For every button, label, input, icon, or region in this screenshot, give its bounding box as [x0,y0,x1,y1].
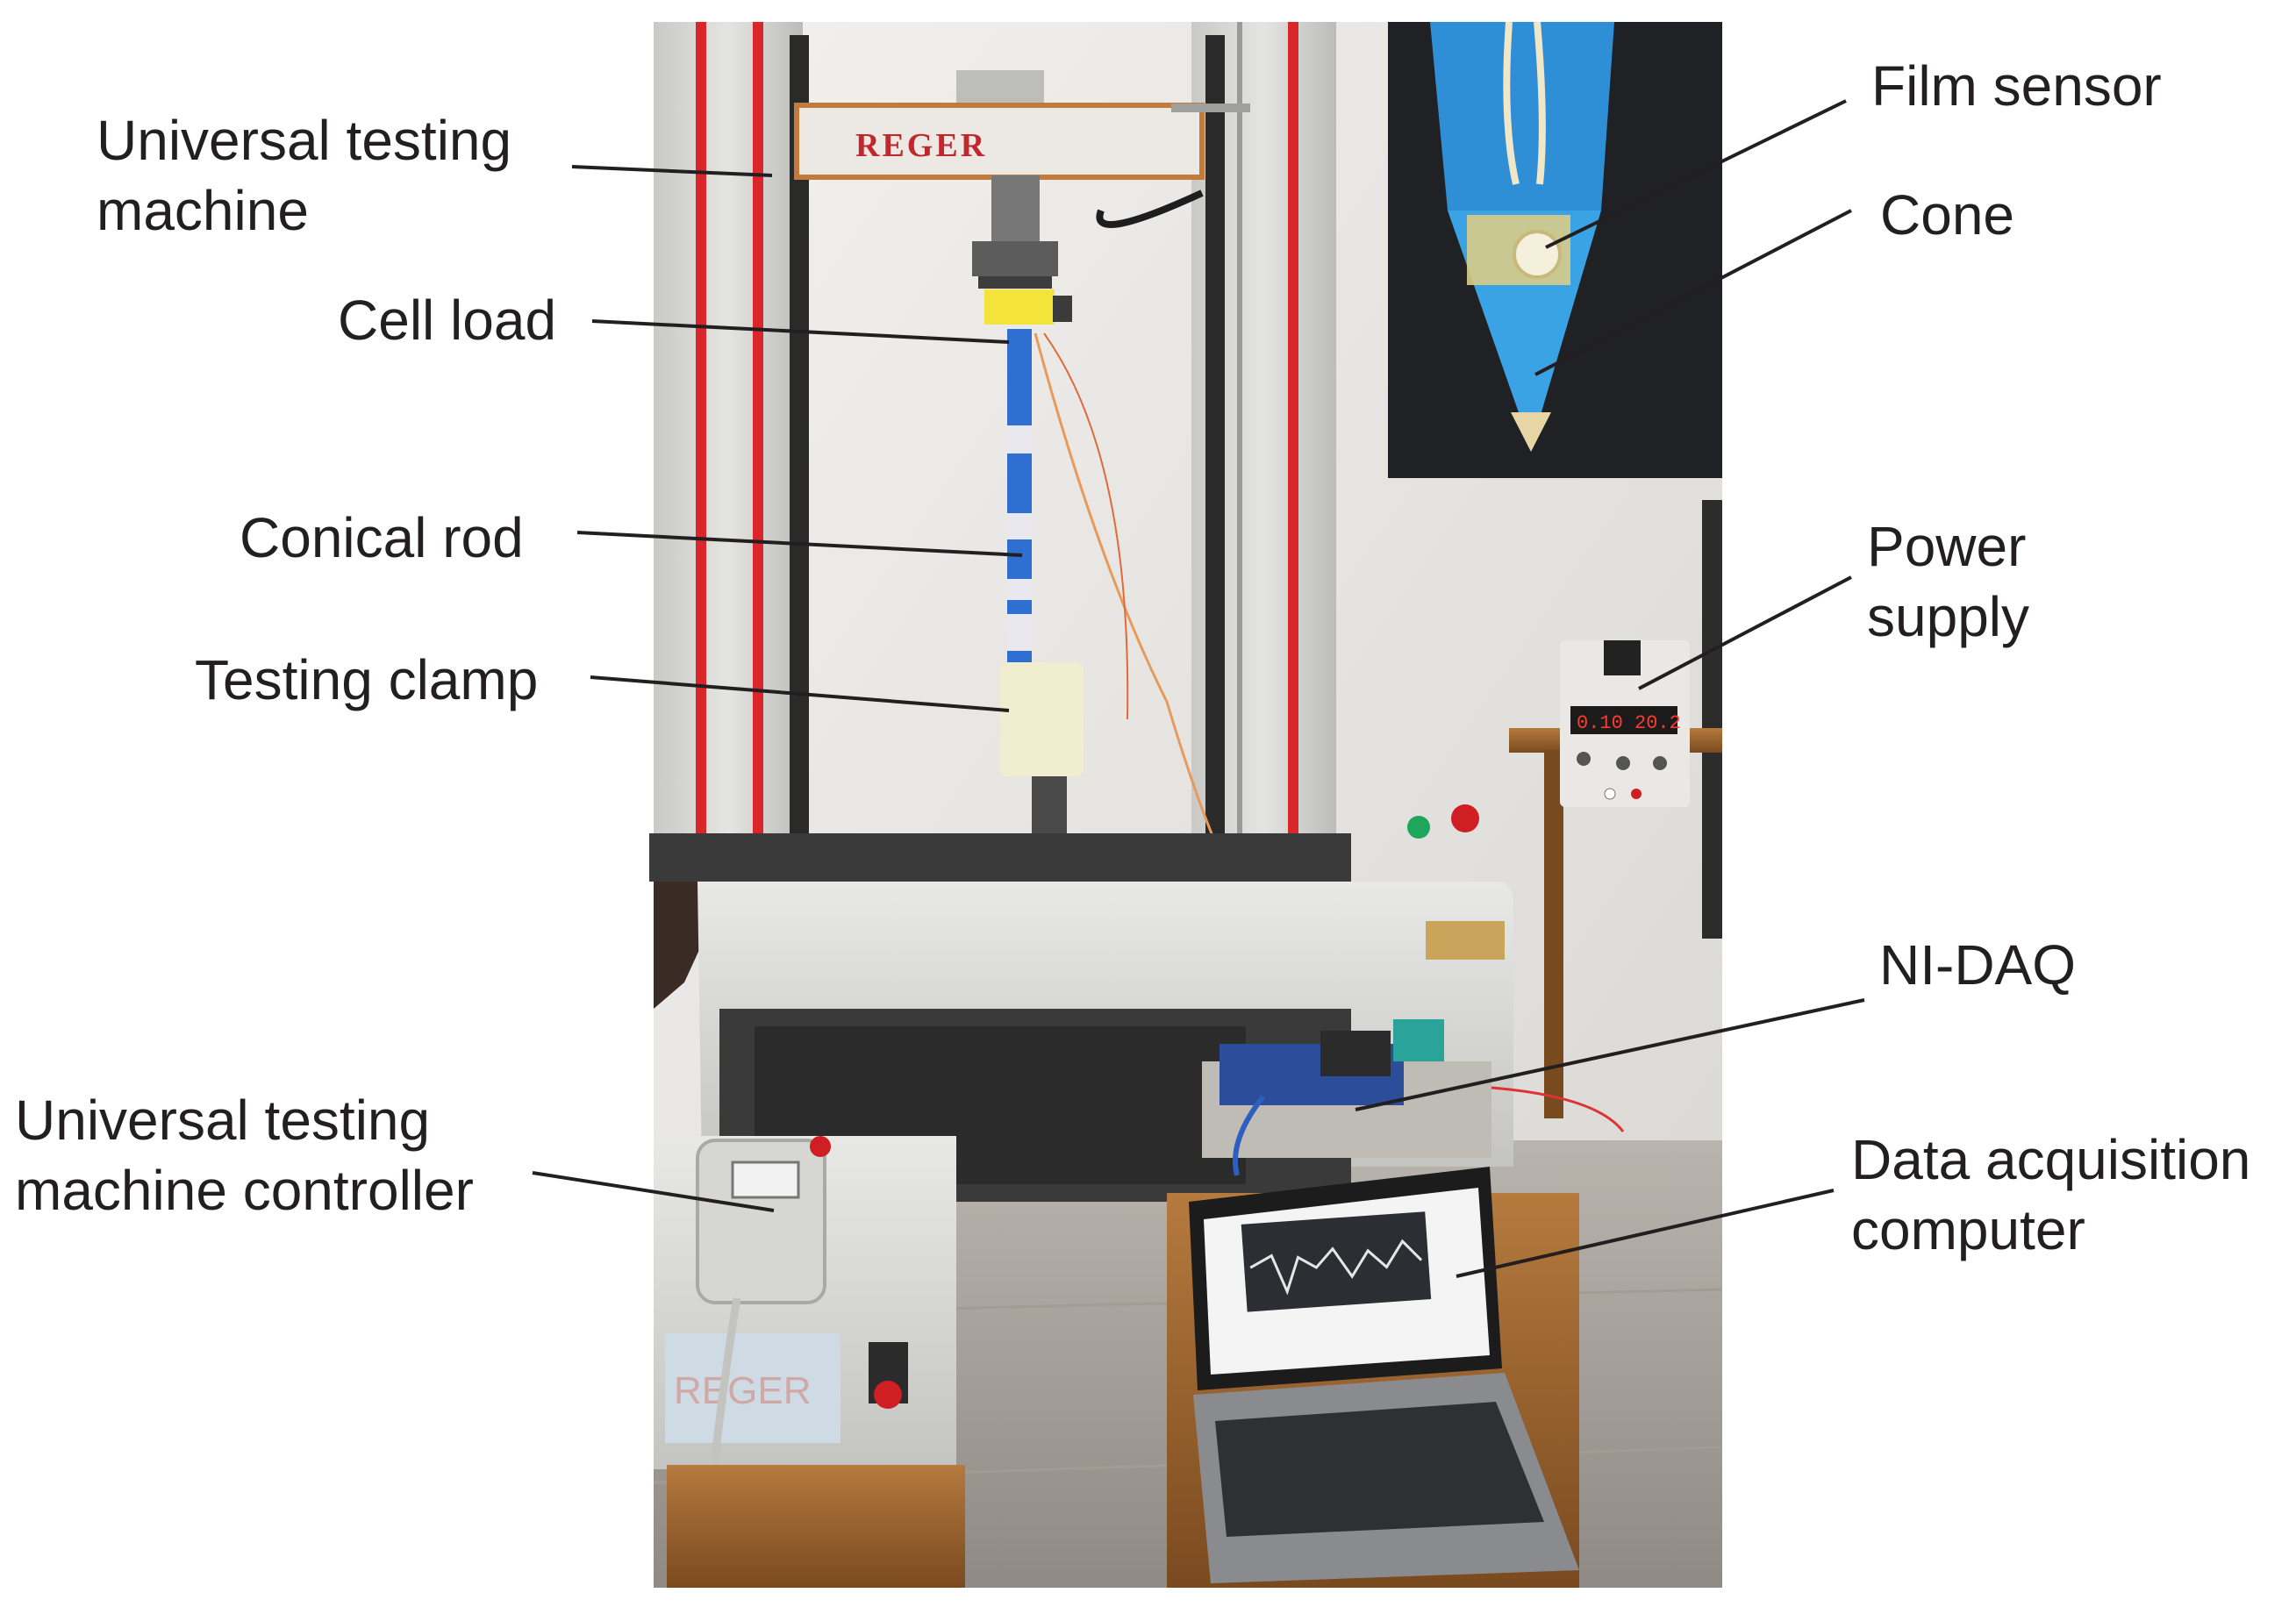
leader-power-supply [1638,575,1852,690]
controller-brand-text: REGER [674,1369,811,1412]
ni-daq-device [1202,1019,1625,1176]
leader-ni-daq [1355,998,1865,1111]
label-film-sensor: Film sensor [1871,54,2162,118]
label-cone: Cone [1880,183,2014,246]
label-testing-clamp: Testing clamp [195,648,539,711]
label-power-supply: Power supply [1867,515,2029,648]
label-cell-load: Cell load [338,289,557,352]
leader-cell-load [591,319,1010,344]
leader-computer [1456,1189,1835,1278]
machine-brand-text: REGER [855,127,987,164]
controller-device: REGER [654,1136,965,1588]
leader-controller [532,1171,775,1212]
svg-text:0.10 20.2: 0.10 20.2 [1577,712,1681,734]
power-supply-device: 0.10 20.2 [1509,640,1722,1118]
inset-photo [1388,21,1722,478]
label-ni-daq: NI-DAQ [1879,933,2076,996]
leader-film-sensor [1545,99,1847,249]
label-conical-rod: Conical rod [240,506,524,569]
leader-lines [532,99,1865,1278]
leader-testing-clamp [590,675,1010,712]
leader-universal-testing-machine [571,165,773,177]
label-controller: Universal testing machine controller [15,1089,474,1222]
leader-cone [1534,209,1852,376]
laptop-device [1167,1167,1579,1588]
label-computer: Data acquisition computer [1851,1128,2251,1261]
label-universal-testing-machine: Universal testing machine [97,109,512,242]
leader-conical-rod [576,531,1023,557]
